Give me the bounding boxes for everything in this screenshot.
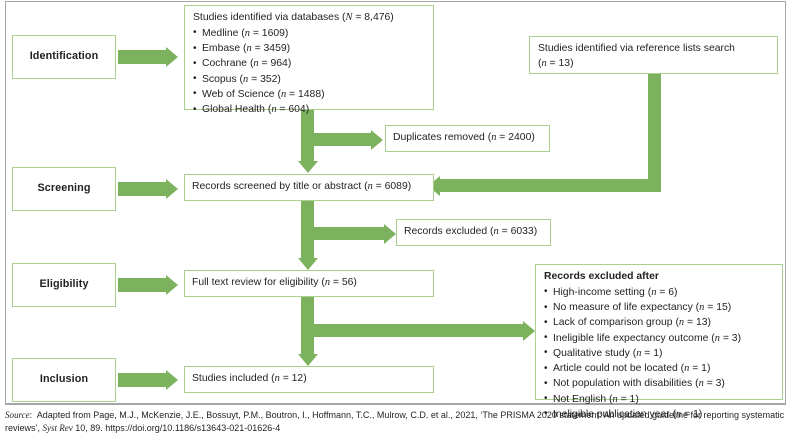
arrow-to-included-head [297,354,318,366]
arrow-eligibility-head [166,275,178,295]
arrow-excluded-after-head [523,320,535,341]
arrow-identification-shaft [118,50,166,64]
list-item: Ineligible publication year (n = 1) [544,407,774,423]
connector-reference-horizontal [440,179,661,192]
list-item: Medline (n = 1609) [193,26,425,42]
figure-divider-rule [5,403,786,405]
list-item: No measure of life expectancy (n = 15) [544,301,774,316]
list-item: Scopus (n = 352) [193,72,425,88]
records-excluded-after-list: High-income setting (n = 6) No measure o… [544,285,774,423]
list-item: Global Health (n = 604) [193,103,425,118]
records-excluded-after-title: Records excluded after [544,271,659,282]
stage-label-inclusion-text: Inclusion [39,373,89,386]
arrow-duplicates-head [371,129,383,150]
source-line-1: Source: Adapted from Page, M.J., McKenzi… [5,410,785,420]
duplicates-removed-text: Duplicates removed (n = 2400) [393,132,535,144]
list-item: High-income setting (n = 6) [544,285,774,301]
arrow-screening-head [166,179,178,199]
list-item: Embase (n = 3459) [193,42,425,57]
arrow-inclusion-shaft [118,373,166,387]
list-item: Qualitative study (n = 1) [544,346,774,362]
box-studies-identified-databases[interactable]: Studies identified via databases (N = 8,… [184,5,434,117]
stage-label-identification[interactable]: Identification [12,35,116,79]
stage-label-eligibility[interactable]: Eligibility [12,263,116,307]
studies-included-text: Studies included (n = 12) [192,373,307,385]
box-records-screened[interactable]: Records screened by title or abstract (n… [184,174,434,201]
connector-duplicates-branch [301,133,372,146]
list-item: Article could not be located (n = 1) [544,362,774,377]
records-excluded-screening-text: Records excluded (n = 6033) [404,226,538,238]
reference-lists-line1: Studies identified via reference lists s… [538,43,735,54]
list-item: Web of Science (n = 1488) [193,87,425,103]
box-studies-included[interactable]: Studies included (n = 12) [184,366,434,393]
box-records-excluded-after[interactable]: Records excluded after High-income setti… [535,264,783,421]
reference-lists-line2: (n = 13) [538,57,574,69]
arrow-inclusion-head [166,370,178,390]
stage-label-screening-text: Screening [37,182,91,195]
arrow-screening-shaft [118,182,166,196]
stage-label-identification-text: Identification [29,50,99,63]
list-item: Cochrane (n = 964) [193,57,425,72]
arrow-to-fulltext-head [297,258,318,270]
list-item: Not population with disabilities (n = 3) [544,377,774,392]
records-screened-text: Records screened by title or abstract (n… [192,181,412,193]
list-item: Lack of comparison group (n = 13) [544,316,774,331]
source-line-2: reviews’, Syst Rev 10, 89. https://doi.o… [5,423,281,434]
arrow-excluded-head [384,223,396,244]
databases-list: Medline (n = 1609) Embase (n = 3459) Coc… [193,26,425,118]
arrow-identification-head [166,47,178,67]
databases-title: Studies identified via databases (N = 8,… [193,12,394,23]
connector-excluded-after-branch [301,324,524,337]
arrow-to-screened-head [297,161,318,173]
box-records-excluded-screening[interactable]: Records excluded (n = 6033) [396,219,551,246]
arrow-eligibility-shaft [118,278,166,292]
list-item: Ineligible life expectancy outcome (n = … [544,331,774,347]
box-duplicates-removed[interactable]: Duplicates removed (n = 2400) [385,125,550,152]
box-full-text-review[interactable]: Full text review for eligibility (n = 56… [184,270,434,297]
list-item: Not English (n = 1) [544,392,774,408]
box-studies-identified-reference-lists[interactable]: Studies identified via reference lists s… [529,36,778,74]
stage-label-screening[interactable]: Screening [12,167,116,211]
connector-excluded-branch [301,227,385,240]
stage-label-eligibility-text: Eligibility [39,278,89,291]
source-caption: Source: Adapted from Page, M.J., McKenzi… [5,409,785,435]
stage-label-inclusion[interactable]: Inclusion [12,358,116,402]
connector-reference-vertical [648,74,661,186]
full-text-review-text: Full text review for eligibility (n = 56… [192,277,357,289]
